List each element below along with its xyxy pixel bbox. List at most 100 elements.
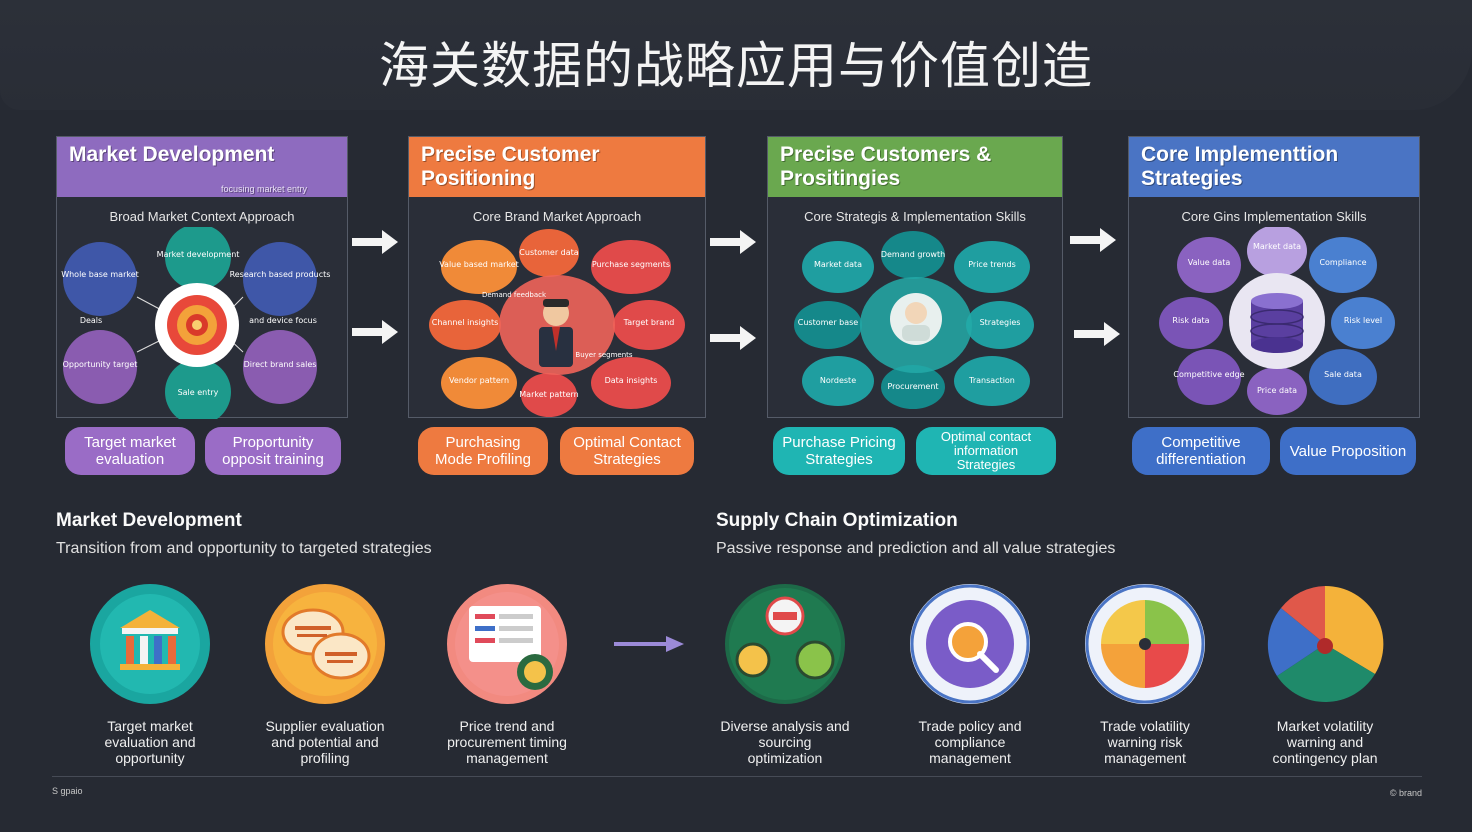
node-label: Whole base market bbox=[61, 270, 139, 279]
node-label: Sale data bbox=[1324, 370, 1362, 379]
node-circle bbox=[63, 242, 137, 316]
item-supplier-evaluation: Supplier evaluation and potential and pr… bbox=[260, 584, 390, 766]
panel-subtitle: Core Gins Implementation Skills bbox=[1181, 209, 1367, 224]
petal-group bbox=[1159, 227, 1395, 415]
panel-header-text: Core Implementtion Strategies bbox=[1141, 143, 1339, 190]
item-market-volatility: Market volatility warning and contingenc… bbox=[1260, 584, 1390, 766]
node-label: Purchase segments bbox=[592, 260, 670, 269]
panel-header: Precise Customers & Prositingies bbox=[768, 137, 1062, 197]
pill-purchasing-mode-profiling: Purchasing Mode Profiling bbox=[418, 427, 548, 475]
node-label: Nordeste bbox=[820, 376, 856, 385]
database-icon bbox=[1229, 273, 1325, 369]
panel-precise-customers-prositingies: Precise Customers & Prositingies Core St… bbox=[767, 136, 1063, 418]
arrow-right-icon bbox=[710, 230, 756, 254]
badge-icon bbox=[265, 584, 385, 704]
item-target-market: Target market evaluation and opportunity bbox=[85, 584, 215, 766]
node-label: Deals bbox=[80, 316, 102, 325]
petal-group bbox=[794, 231, 1034, 409]
item-diverse-analysis: Diverse analysis and sourcing optimizati… bbox=[720, 584, 850, 766]
node-label: Procurement bbox=[887, 382, 938, 391]
panel-diagram: Value based market Customer data Purchas… bbox=[429, 229, 685, 417]
node-label: Value data bbox=[1188, 258, 1231, 267]
pill-value-proposition: Value Proposition bbox=[1280, 427, 1416, 475]
panel-header: Precise Customer Positioning bbox=[409, 137, 705, 197]
item-caption: Trade policy and compliance management bbox=[918, 718, 1022, 766]
item-caption: Trade volatility warning risk management bbox=[1100, 718, 1190, 766]
item-caption: Price trend and procurement timing manag… bbox=[447, 718, 567, 766]
item-trade-volatility: Trade volatility warning risk management bbox=[1080, 584, 1210, 766]
node-label: Demand growth bbox=[881, 250, 945, 259]
node-label: Value based market bbox=[439, 260, 519, 269]
panel-precise-customer-positioning: Precise Customer Positioning Core Brand … bbox=[408, 136, 706, 418]
magnifier-icon bbox=[910, 584, 1030, 704]
bank-icon bbox=[90, 584, 210, 704]
section-title-supply-chain: Supply Chain Optimization bbox=[716, 510, 958, 531]
arrow-right-icon bbox=[1070, 228, 1116, 252]
node-label: Research based products bbox=[230, 270, 331, 279]
footer-right-mark: © brand bbox=[1389, 788, 1422, 798]
footer-divider bbox=[52, 776, 1422, 777]
panel-header-note: focusing market entry bbox=[220, 184, 307, 194]
title-band bbox=[0, 0, 1472, 110]
arrow-right-icon bbox=[352, 320, 398, 344]
node-label: Sale entry bbox=[178, 388, 219, 397]
node-label: Market pattern bbox=[519, 390, 578, 399]
panel-header: Market Development focusing market entry bbox=[57, 137, 347, 197]
item-price-trend: Price trend and procurement timing manag… bbox=[442, 584, 572, 766]
person-icon bbox=[539, 299, 573, 367]
node-label: Data insights bbox=[605, 376, 658, 385]
panel-header-text: Market Development bbox=[69, 143, 275, 166]
node-label: Target brand bbox=[623, 318, 675, 327]
panel-subtitle: Core Strategis & Implementation Skills bbox=[804, 209, 1026, 224]
pill-purchase-pricing-strategies: Purchase Pricing Strategies bbox=[773, 427, 905, 475]
node-label: Transaction bbox=[968, 376, 1015, 385]
panel-market-development: Market Development focusing market entry… bbox=[56, 136, 348, 419]
node-label: Strategies bbox=[980, 318, 1021, 327]
footer-left-logo: S gpaio bbox=[52, 786, 83, 796]
section-subtitle: Transition from and opportunity to targe… bbox=[56, 540, 432, 557]
node-label: Market data bbox=[814, 260, 862, 269]
node-label: Customer base bbox=[798, 318, 859, 327]
node-label: Risk level bbox=[1344, 316, 1382, 325]
node-label: Buyer segments bbox=[575, 351, 632, 359]
node-label: Risk data bbox=[1172, 316, 1209, 325]
panel-diagram: Market data Demand growth Price trends C… bbox=[794, 231, 1034, 409]
section-subtitle: Passive response and prediction and all … bbox=[716, 540, 1116, 557]
node-circle bbox=[165, 359, 231, 419]
node-label: Price trends bbox=[968, 260, 1016, 269]
item-caption: Target market evaluation and opportunity bbox=[104, 718, 196, 766]
panel-subtitle: Core Brand Market Approach bbox=[472, 209, 642, 224]
panel-header-text: Precise Customer Positioning bbox=[421, 143, 600, 190]
pill-optimal-contact-information: Optimal contact information Strategies bbox=[916, 427, 1056, 475]
node-label: Compliance bbox=[1319, 258, 1366, 267]
section-title-market-development: Market Development bbox=[56, 510, 242, 531]
pie-chart-icon bbox=[1265, 584, 1385, 704]
panel-subtitle: Broad Market Context Approach bbox=[109, 209, 295, 224]
page-title: 海关数据的战略应用与价值创造 bbox=[379, 37, 1093, 95]
item-caption: Supplier evaluation and potential and pr… bbox=[265, 718, 385, 766]
node-circle bbox=[243, 242, 317, 316]
pill-competitive-differentiation: Competitive differentiation bbox=[1132, 427, 1270, 475]
person-icon bbox=[890, 293, 942, 345]
node-label: Vendor pattern bbox=[449, 376, 509, 385]
item-caption: Market volatility warning and contingenc… bbox=[1272, 718, 1378, 766]
node-label: Opportunity target bbox=[63, 360, 138, 369]
pill-target-market-evaluation: Target market evaluation bbox=[65, 427, 195, 475]
node-label: Direct brand sales bbox=[244, 360, 317, 369]
arrow-right-icon bbox=[614, 636, 684, 652]
node-circle bbox=[243, 330, 317, 404]
arrow-right-icon bbox=[352, 230, 398, 254]
node-label: and device focus bbox=[249, 316, 317, 325]
document-chart-icon bbox=[447, 584, 567, 704]
petal-group bbox=[429, 229, 685, 417]
item-caption: Diverse analysis and sourcing optimizati… bbox=[720, 718, 850, 766]
item-trade-policy: Trade policy and compliance management bbox=[905, 584, 1035, 766]
panel-diagram: Whole base market Market development Res… bbox=[61, 227, 331, 419]
panel-header: Core Implementtion Strategies bbox=[1129, 137, 1419, 197]
pill-optimal-contact-strategies: Optimal Contact Strategies bbox=[560, 427, 694, 475]
panel-header-text: Precise Customers & Prositingies bbox=[780, 143, 992, 190]
gauge-pie-icon bbox=[1085, 584, 1205, 704]
panel-core-implementation-strategies: Core Implementtion Strategies Core Gins … bbox=[1128, 136, 1420, 418]
pill-opportunity-training: Proportunity opposit training bbox=[205, 427, 341, 475]
node-label: Price data bbox=[1257, 386, 1297, 395]
